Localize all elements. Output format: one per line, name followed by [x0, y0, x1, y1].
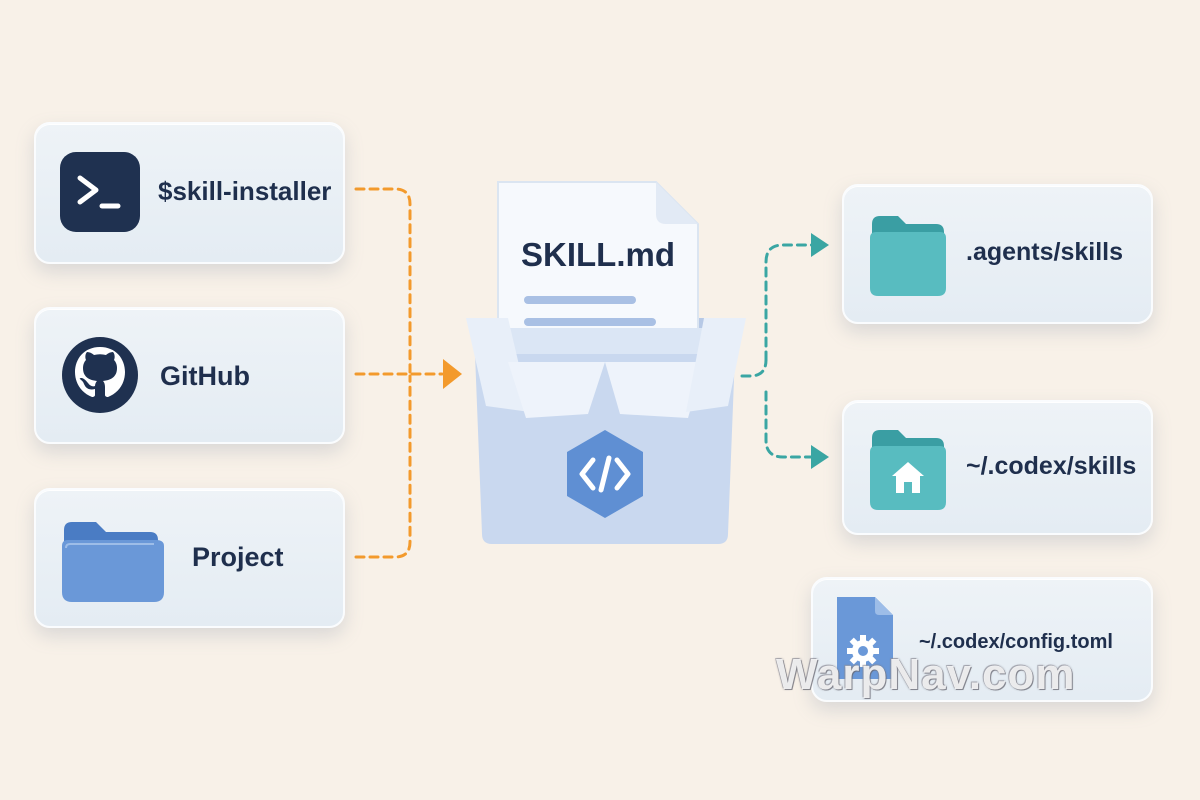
terminal-icon — [60, 152, 140, 232]
arrow-head-incoming — [443, 359, 462, 389]
folder-icon — [870, 216, 946, 296]
destination-card-codex-config: ~/.codex/config.toml — [811, 577, 1153, 702]
arrow-installer-to-box — [354, 187, 412, 374]
github-icon — [62, 337, 138, 413]
arrow-stem-outgoing — [740, 358, 768, 378]
source-label: Project — [192, 542, 284, 572]
skill-package-box — [466, 181, 746, 544]
destination-card-agents-skills: .agents/skills — [842, 184, 1153, 324]
folder-icon — [62, 522, 164, 602]
destination-label: ~/.codex/skills — [966, 452, 1137, 480]
arrow-box-to-agents — [764, 243, 814, 362]
source-card-project: Project — [34, 488, 345, 628]
arrow-head-codex — [811, 445, 829, 469]
arrow-project-to-box — [354, 374, 412, 559]
arrow-box-to-codex — [764, 390, 814, 459]
source-card-skill-installer: $skill-installer — [34, 122, 345, 264]
source-label: GitHub — [160, 361, 250, 391]
home-icon — [892, 462, 924, 493]
source-card-github: GitHub — [34, 307, 345, 444]
source-label: $skill-installer — [158, 176, 332, 206]
watermark: WarpNav.com — [776, 650, 1076, 699]
home-folder-icon — [870, 430, 946, 510]
document-title: SKILL.md — [521, 236, 675, 273]
destination-label: ~/.codex/config.toml — [919, 631, 1113, 653]
arrow-head-agents — [811, 233, 829, 257]
code-hexagon-icon — [567, 430, 643, 518]
gear-icon — [847, 635, 879, 667]
destination-card-codex-skills: ~/.codex/skills — [842, 400, 1153, 535]
destination-label: .agents/skills — [966, 238, 1124, 266]
config-file-gear-icon — [837, 597, 893, 679]
